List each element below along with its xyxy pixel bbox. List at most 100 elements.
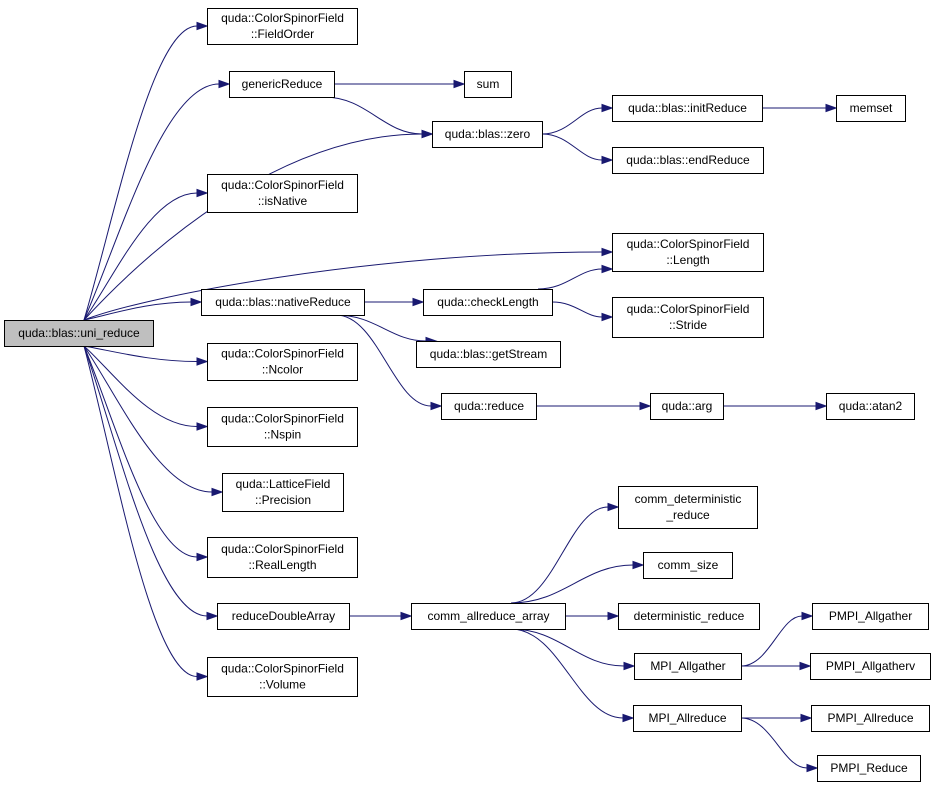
- node-label: quda::atan2: [839, 399, 903, 413]
- node-pmpi_allgather[interactable]: PMPI_Allgather: [812, 603, 929, 630]
- node-label: ::RealLength: [248, 558, 316, 572]
- arrowhead-uni_reduce-to-ncolor: [196, 357, 209, 366]
- node-label: quda::ColorSpinorField: [221, 347, 344, 361]
- node-label: quda::blas::nativeReduce: [215, 295, 351, 309]
- node-arg[interactable]: quda::arg: [650, 393, 724, 420]
- node-box: [643, 552, 733, 579]
- arrowhead-zero-to-endreduce: [601, 155, 614, 165]
- node-pmpi_allreduce[interactable]: PMPI_Allreduce: [811, 705, 930, 732]
- arrowhead-uni_reduce-to-reallength: [196, 552, 209, 562]
- edge-uni_reduce-to-ncolor: [83, 345, 198, 362]
- node-label: PMPI_Reduce: [830, 761, 908, 775]
- arrowhead-mpi_allreduce-to-pmpi_reduce: [806, 763, 819, 773]
- node-box: [4, 320, 154, 347]
- node-endreduce[interactable]: quda::blas::endReduce: [612, 147, 764, 174]
- edge-comm_allreduce_array-to-mpi_allgather: [510, 628, 625, 667]
- node-box: [612, 297, 764, 338]
- node-reduce[interactable]: quda::reduce: [441, 393, 537, 420]
- node-atan2[interactable]: quda::atan2: [826, 393, 915, 420]
- node-label: ::Precision: [255, 493, 311, 507]
- edge-checklength-to-length: [537, 268, 603, 290]
- node-box: [229, 71, 335, 98]
- node-isnative[interactable]: quda::ColorSpinorField::isNative: [207, 174, 358, 213]
- arrowhead-checklength-to-length: [601, 264, 614, 274]
- node-det_reduce[interactable]: deterministic_reduce: [618, 603, 760, 630]
- node-uni_reduce[interactable]: quda::blas::uni_reduce: [4, 320, 154, 347]
- node-initreduce[interactable]: quda::blas::initReduce: [612, 95, 763, 122]
- node-box: [826, 393, 915, 420]
- node-label: comm_deterministic: [635, 492, 742, 506]
- node-box: [416, 341, 561, 368]
- node-comm_size[interactable]: comm_size: [643, 552, 733, 579]
- node-comm_allreduce_array[interactable]: comm_allreduce_array: [411, 603, 566, 630]
- node-label: quda::blas::uni_reduce: [18, 326, 140, 340]
- node-fieldorder[interactable]: quda::ColorSpinorField::FieldOrder: [207, 8, 358, 45]
- node-label: quda::blas::getStream: [430, 347, 547, 361]
- node-precision[interactable]: quda::LatticeField::Precision: [222, 473, 344, 512]
- node-label: PMPI_Allgatherv: [826, 659, 915, 673]
- node-sum[interactable]: sum: [464, 71, 512, 98]
- node-memset[interactable]: memset: [836, 95, 906, 122]
- node-nspin[interactable]: quda::ColorSpinorField::Nspin: [207, 407, 358, 447]
- node-label: quda::ColorSpinorField: [221, 11, 344, 25]
- node-mpi_allgather[interactable]: MPI_Allgather: [634, 653, 742, 680]
- node-label: ::isNative: [258, 194, 308, 208]
- arrowhead-uni_reduce-to-isnative: [196, 188, 209, 198]
- node-label: quda::ColorSpinorField: [221, 178, 344, 192]
- node-box: [612, 147, 764, 174]
- node-pmpi_reduce[interactable]: PMPI_Reduce: [817, 755, 921, 782]
- node-ncolor[interactable]: quda::ColorSpinorField::Ncolor: [207, 343, 358, 381]
- node-label: PMPI_Allreduce: [827, 711, 913, 725]
- node-box: [817, 755, 921, 782]
- nodes-layer: quda::blas::uni_reducequda::ColorSpinorF…: [4, 8, 931, 782]
- node-label: PMPI_Allgather: [829, 609, 912, 623]
- node-box: [201, 289, 365, 316]
- node-label: comm_size: [658, 558, 719, 572]
- node-reducedoublearray[interactable]: reduceDoubleArray: [217, 603, 350, 630]
- edge-uni_reduce-to-reallength: [83, 345, 198, 558]
- node-label: ::Nspin: [264, 428, 301, 442]
- edge-uni_reduce-to-nativereduce: [83, 301, 192, 321]
- node-box: [650, 393, 724, 420]
- arrowhead-arg-to-atan2: [815, 401, 828, 411]
- edge-uni_reduce-to-nspin: [83, 345, 198, 427]
- node-label: quda::ColorSpinorField: [221, 542, 344, 556]
- edge-nativereduce-to-reduce: [335, 314, 432, 407]
- node-box: [812, 603, 929, 630]
- node-volume[interactable]: quda::ColorSpinorField::Volume: [207, 657, 358, 697]
- node-zero[interactable]: quda::blas::zero: [432, 121, 543, 148]
- node-reallength[interactable]: quda::ColorSpinorField::RealLength: [207, 537, 358, 578]
- arrowhead-reduce-to-arg: [639, 401, 652, 411]
- arrowhead-initreduce-to-memset: [825, 103, 838, 113]
- edge-comm_allreduce_array-to-comm_size: [510, 564, 634, 604]
- node-label: genericReduce: [242, 77, 323, 91]
- node-length[interactable]: quda::ColorSpinorField::Length: [612, 233, 764, 272]
- node-label: ::FieldOrder: [251, 27, 314, 41]
- node-label: comm_allreduce_array: [427, 609, 549, 623]
- node-getstream[interactable]: quda::blas::getStream: [416, 341, 561, 368]
- node-label: quda::blas::zero: [445, 127, 531, 141]
- node-pmpi_allgatherv[interactable]: PMPI_Allgatherv: [810, 653, 931, 680]
- arrowhead-uni_reduce-to-reducedoublearray: [206, 611, 219, 621]
- arrowhead-uni_reduce-to-length: [601, 247, 614, 257]
- edge-comm_allreduce_array-to-mpi_allreduce: [510, 628, 624, 719]
- node-box: [441, 393, 537, 420]
- arrowhead-uni_reduce-to-nspin: [196, 422, 209, 431]
- node-box: [217, 603, 350, 630]
- node-comm_det[interactable]: comm_deterministic _reduce: [618, 486, 758, 529]
- edge-mpi_allgather-to-pmpi_allgather: [740, 615, 803, 667]
- node-mpi_allreduce[interactable]: MPI_Allreduce: [633, 705, 742, 732]
- node-box: [207, 537, 358, 578]
- arrowhead-genericreduce-to-zero: [421, 129, 434, 139]
- node-label: quda::arg: [662, 399, 713, 413]
- node-nativereduce[interactable]: quda::blas::nativeReduce: [201, 289, 365, 316]
- edge-genericreduce-to-zero: [323, 96, 423, 135]
- arrowhead-genericreduce-to-sum: [453, 79, 466, 89]
- node-stride[interactable]: quda::ColorSpinorField::Stride: [612, 297, 764, 338]
- node-label: _reduce: [665, 508, 710, 522]
- node-box: [810, 653, 931, 680]
- node-box: [464, 71, 512, 98]
- node-genericreduce[interactable]: genericReduce: [229, 71, 335, 98]
- node-checklength[interactable]: quda::checkLength: [423, 289, 553, 316]
